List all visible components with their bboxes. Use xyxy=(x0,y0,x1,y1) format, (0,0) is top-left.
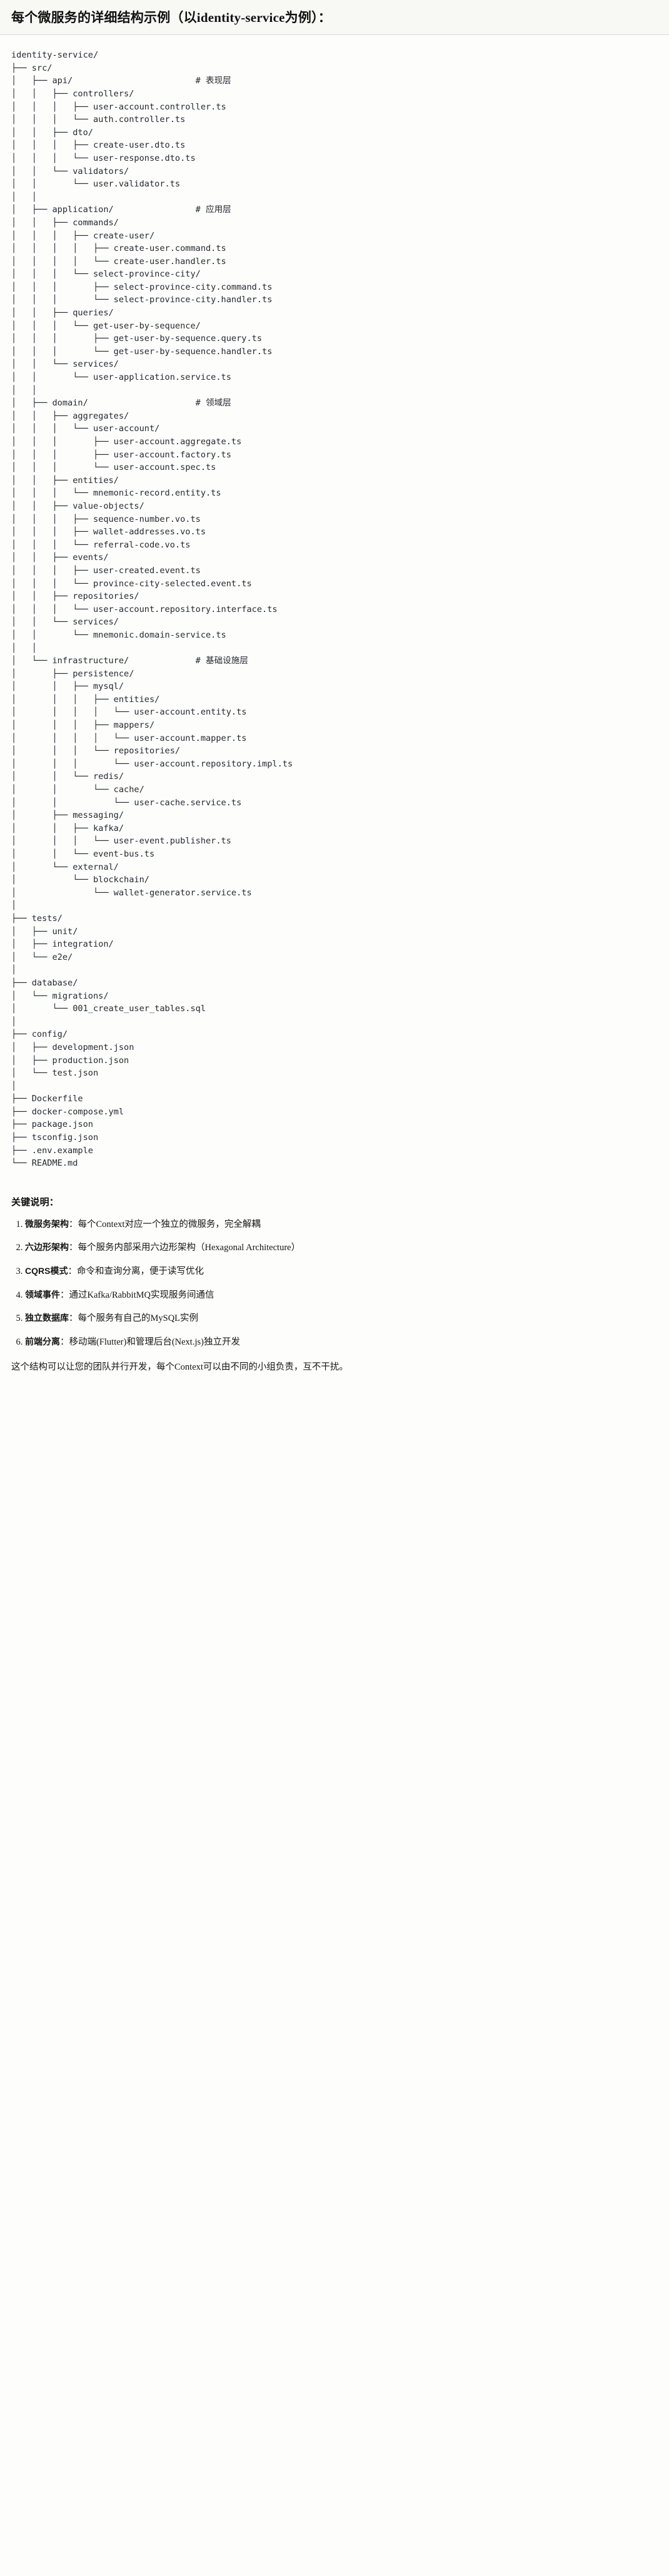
note-term: 前端分离 xyxy=(25,1336,60,1347)
key-notes-section: 关键说明： 微服务架构：每个Context对应一个独立的微服务，完全解耦 六边形… xyxy=(0,1188,669,1392)
note-separator: ： xyxy=(68,1266,77,1276)
note-separator: ： xyxy=(60,1336,69,1347)
note-separator: ： xyxy=(69,1313,78,1324)
note-term: 微服务架构 xyxy=(25,1218,69,1229)
note-description: 每个服务内部采用六边形架构（Hexagonal Architecture） xyxy=(78,1243,301,1253)
list-item: 独立数据库：每个服务有自己的MySQL实例 xyxy=(25,1312,658,1325)
page-root: 每个微服务的详细结构示例（以identity-service为例）： ident… xyxy=(0,0,669,1392)
note-description: 每个服务有自己的MySQL实例 xyxy=(78,1313,199,1324)
key-notes-list: 微服务架构：每个Context对应一个独立的微服务，完全解耦 六边形架构：每个服… xyxy=(11,1218,658,1348)
note-term: 六边形架构 xyxy=(25,1242,69,1253)
closing-paragraph: 这个结构可以让您的团队并行开发，每个Context可以由不同的小组负责，互不干扰… xyxy=(11,1362,348,1373)
note-separator: ： xyxy=(69,1243,78,1253)
title-bar: 每个微服务的详细结构示例（以identity-service为例）： xyxy=(0,0,669,36)
note-description: 命令和查询分离，便于读写优化 xyxy=(76,1266,204,1276)
directory-tree: identity-service/ ├── src/ │ ├── api/ # … xyxy=(11,50,293,1169)
list-item: 微服务架构：每个Context对应一个独立的微服务，完全解耦 xyxy=(25,1218,658,1231)
note-description: 通过Kafka/RabbitMQ实现服务间通信 xyxy=(69,1290,214,1300)
note-term: CQRS模式 xyxy=(25,1265,68,1276)
note-description: 移动端(Flutter)和管理后台(Next.js)独立开发 xyxy=(69,1336,240,1347)
note-description: 每个Context对应一个独立的微服务，完全解耦 xyxy=(78,1219,261,1229)
list-item: 六边形架构：每个服务内部采用六边形架构（Hexagonal Architectu… xyxy=(25,1241,658,1255)
note-term: 独立数据库 xyxy=(25,1313,69,1323)
note-term: 领域事件 xyxy=(25,1289,60,1300)
directory-tree-block: identity-service/ ├── src/ │ ├── api/ # … xyxy=(0,35,669,1180)
note-separator: ： xyxy=(69,1219,78,1229)
page-title: 每个微服务的详细结构示例（以identity-service为例）： xyxy=(11,10,331,25)
list-item: 前端分离：移动端(Flutter)和管理后台(Next.js)独立开发 xyxy=(25,1336,658,1349)
note-separator: ： xyxy=(60,1290,69,1300)
list-item: 领域事件：通过Kafka/RabbitMQ实现服务间通信 xyxy=(25,1289,658,1302)
key-notes-heading: 关键说明： xyxy=(11,1196,59,1208)
list-item: CQRS模式：命令和查询分离，便于读写优化 xyxy=(25,1265,658,1278)
section-spacer xyxy=(0,1180,669,1189)
